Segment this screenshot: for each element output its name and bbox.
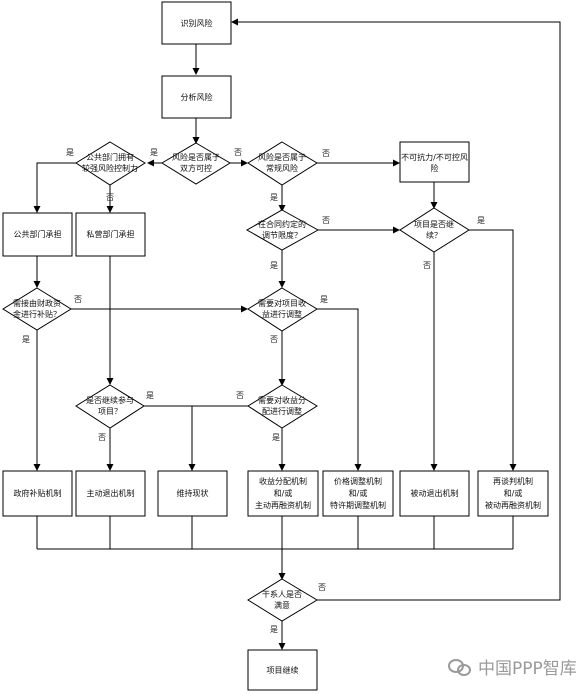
label-no: 否 bbox=[322, 149, 330, 158]
svg-text:调节限度？: 调节限度？ bbox=[262, 230, 302, 240]
label-yes: 是 bbox=[272, 433, 280, 442]
both-control-decision: 风险是否属于 双方可控 bbox=[161, 142, 231, 185]
svg-text:和/或: 和/或 bbox=[504, 488, 523, 498]
svg-text:项目继续: 项目继续 bbox=[267, 665, 299, 675]
watermark: 中国PPP智库 bbox=[448, 654, 577, 679]
label-no: 否 bbox=[98, 433, 106, 442]
svg-text:常规风险: 常规风险 bbox=[266, 163, 298, 173]
svg-text:主动退出机制: 主动退出机制 bbox=[87, 488, 135, 498]
private-bear-node: 私营部门承担 bbox=[75, 212, 146, 257]
continue-participate-decision: 是否继续参与 项目？ bbox=[75, 384, 145, 429]
project-continue-node: 项目继续 bbox=[247, 649, 318, 691]
renegotiation-node: 再谈判机制 和/或 被动再融资机制 bbox=[477, 470, 549, 517]
project-return-decision: 需要对项目收 益进行调整 bbox=[247, 287, 318, 332]
svg-text:私营部门承担: 私营部门承担 bbox=[87, 229, 135, 239]
label-yes: 是 bbox=[270, 193, 278, 202]
label-no: 否 bbox=[322, 216, 330, 225]
svg-text:续？: 续？ bbox=[426, 230, 442, 240]
label-no: 否 bbox=[270, 335, 278, 344]
label-yes: 是 bbox=[320, 295, 328, 304]
contract-adjust-decision: 在合同约定的 调节限度？ bbox=[245, 209, 320, 251]
svg-text:金进行补贴？: 金进行补贴？ bbox=[13, 309, 61, 319]
svg-text:价格调整机制: 价格调整机制 bbox=[334, 476, 382, 486]
svg-text:不可抗力/不可控风: 不可抗力/不可控风 bbox=[401, 152, 468, 162]
normal-risk-decision: 风险是否属于 常规风险 bbox=[247, 141, 318, 186]
svg-text:特许期调整机制: 特许期调整机制 bbox=[330, 500, 386, 510]
svg-text:项目是否继: 项目是否继 bbox=[414, 219, 454, 229]
public-control-decision: 公共部门拥有 较强风险控制力 bbox=[75, 141, 146, 186]
label-no: 否 bbox=[423, 261, 431, 270]
svg-text:需要对项目收: 需要对项目收 bbox=[258, 298, 306, 308]
project-continue-decision: 项目是否继 续？ bbox=[399, 207, 470, 253]
svg-text:和/或: 和/或 bbox=[349, 488, 368, 498]
svg-text:在合同约定的: 在合同约定的 bbox=[258, 219, 306, 229]
revenue-mechanism-node: 收益分配机制 和/或 主动再融资机制 bbox=[247, 470, 319, 517]
identify-risk-node: 识别风险 bbox=[161, 1, 232, 45]
svg-text:分析风险: 分析风险 bbox=[181, 92, 213, 102]
svg-text:公共部门拥有: 公共部门拥有 bbox=[86, 152, 134, 162]
revenue-distribution-decision: 需要对收益分 配进行调整 bbox=[247, 384, 318, 429]
force-majeure-node: 不可抗力/不可控风 险 bbox=[399, 141, 470, 183]
svg-text:双方可控: 双方可控 bbox=[180, 163, 212, 173]
gov-subsidy-mechanism-node: 政府补贴机制 bbox=[2, 470, 73, 517]
edges bbox=[33, 18, 561, 650]
label-yes: 是 bbox=[22, 335, 30, 344]
svg-text:满意: 满意 bbox=[274, 600, 290, 610]
watermark-text: 中国PPP智库 bbox=[478, 659, 577, 679]
svg-text:险: 险 bbox=[431, 163, 439, 173]
label-no: 否 bbox=[234, 148, 242, 157]
label-no: 否 bbox=[318, 583, 326, 592]
stakeholder-satisfied-decision: 干系人是否 满意 bbox=[247, 578, 318, 622]
svg-text:主动再融资机制: 主动再融资机制 bbox=[255, 500, 311, 510]
svg-text:风险是否属于: 风险是否属于 bbox=[172, 152, 220, 162]
svg-text:政府补贴机制: 政府补贴机制 bbox=[14, 488, 62, 498]
svg-text:收益分配机制: 收益分配机制 bbox=[259, 476, 307, 486]
active-exit-node: 主动退出机制 bbox=[75, 470, 146, 517]
label-yes: 是 bbox=[270, 261, 278, 270]
wechat-icon bbox=[448, 658, 472, 676]
branch-labels: 是 否 是 否 否 是 否 是 否 是 否 是 是 否 是 否 否 是 否 是 bbox=[22, 148, 485, 634]
label-yes: 是 bbox=[150, 148, 158, 157]
svg-text:识别风险: 识别风险 bbox=[181, 18, 213, 28]
label-no: 否 bbox=[74, 295, 82, 304]
maintain-status-node: 维持现状 bbox=[157, 470, 228, 517]
svg-text:较强风险控制力: 较强风险控制力 bbox=[82, 163, 138, 173]
passive-exit-node: 被动退出机制 bbox=[399, 470, 470, 517]
svg-text:被动再融资机制: 被动再融资机制 bbox=[485, 500, 541, 510]
svg-text:干系人是否: 干系人是否 bbox=[262, 589, 302, 599]
label-yes: 是 bbox=[270, 625, 278, 634]
svg-text:再谈判机制: 再谈判机制 bbox=[493, 476, 533, 486]
analyze-risk-node: 分析风险 bbox=[161, 75, 232, 119]
svg-text:被动退出机制: 被动退出机制 bbox=[411, 488, 459, 498]
price-mechanism-node: 价格调整机制 和/或 特许期调整机制 bbox=[322, 470, 394, 517]
svg-text:配进行调整: 配进行调整 bbox=[262, 406, 302, 416]
svg-text:项目？: 项目？ bbox=[98, 407, 122, 416]
label-yes: 是 bbox=[477, 216, 485, 225]
gov-subsidy-decision: 需接由财政资 金进行补贴？ bbox=[2, 287, 72, 331]
label-yes: 是 bbox=[146, 391, 154, 400]
svg-text:需接由财政资: 需接由财政资 bbox=[13, 298, 61, 308]
label-yes: 是 bbox=[66, 148, 74, 157]
svg-text:风险是否属于: 风险是否属于 bbox=[258, 152, 306, 162]
svg-text:维持现状: 维持现状 bbox=[177, 488, 209, 498]
svg-text:和/或: 和/或 bbox=[274, 488, 293, 498]
public-bear-node: 公共部门承担 bbox=[2, 212, 73, 257]
label-no: 否 bbox=[106, 193, 114, 202]
svg-text:公共部门承担: 公共部门承担 bbox=[14, 229, 62, 239]
label-no: 否 bbox=[236, 391, 244, 400]
svg-text:是否继续参与: 是否继续参与 bbox=[86, 395, 134, 405]
svg-text:益进行调整: 益进行调整 bbox=[262, 309, 302, 319]
svg-text:需要对收益分: 需要对收益分 bbox=[258, 395, 306, 405]
